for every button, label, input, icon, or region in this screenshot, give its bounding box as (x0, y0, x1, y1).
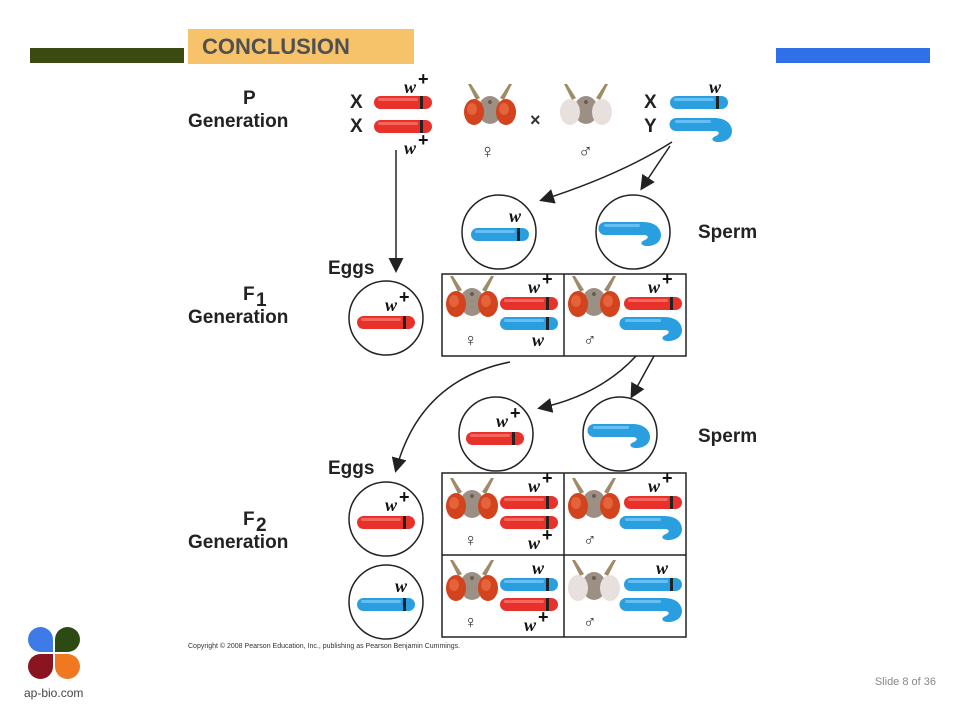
red-x-chromosome (624, 297, 682, 310)
svg-text:+: + (418, 69, 429, 89)
svg-text:w: w (524, 615, 537, 635)
svg-text:+: + (399, 487, 410, 507)
white-eyed-fly-icon (560, 84, 612, 125)
male-symbol: ♂ (578, 141, 593, 163)
svg-text:1: 1 (256, 290, 267, 311)
svg-text:w: w (648, 277, 661, 297)
sperm-label: Sperm (698, 222, 757, 243)
sperm-label: Sperm (698, 426, 757, 447)
svg-text:w: w (528, 277, 541, 297)
blue-x-chromosome (471, 228, 529, 241)
arrow (391, 361, 511, 473)
svg-text:+: + (542, 468, 553, 488)
svg-text:♀: ♀ (464, 612, 478, 632)
svg-text:Generation: Generation (188, 532, 288, 553)
svg-text:♀: ♀ (464, 530, 478, 550)
svg-text:X: X (644, 92, 657, 113)
ap-bio-logo (28, 627, 84, 683)
svg-text:w: w (528, 533, 541, 553)
svg-text:w: w (532, 558, 545, 578)
svg-text:w: w (385, 495, 398, 515)
header-bar-left (30, 48, 184, 63)
blue-x-chromosome (357, 598, 415, 611)
eggs-label: Eggs (328, 458, 374, 479)
blue-x-chromosome (670, 96, 728, 109)
svg-text:+: + (542, 269, 553, 289)
svg-text:X: X (350, 116, 363, 137)
svg-text:♂: ♂ (583, 612, 597, 632)
svg-text:P: P (243, 88, 256, 109)
p-generation-label: P Generation (188, 88, 288, 132)
svg-text:w: w (528, 476, 541, 496)
slide-number: Slide 8 of 36 (874, 676, 936, 688)
arrow (537, 355, 637, 413)
svg-text:♀: ♀ (464, 330, 478, 350)
svg-text:w: w (385, 295, 398, 315)
female-symbol: ♀ (480, 141, 495, 163)
red-x-chromosome (466, 432, 524, 445)
svg-text:F: F (243, 284, 255, 305)
p-male-chromosomes: X Y w (644, 77, 732, 142)
red-eyed-fly-icon (464, 84, 516, 125)
svg-text:w: w (395, 576, 408, 596)
svg-text:2: 2 (256, 515, 267, 536)
blue-x-chromosome (624, 578, 682, 591)
logo-text: ap-bio.com (24, 686, 84, 700)
copyright-text: Copyright © 2008 Pearson Education, Inc.… (188, 643, 461, 650)
arrow (630, 355, 655, 399)
svg-text:+: + (418, 130, 429, 150)
svg-text:X: X (350, 92, 363, 113)
eggs-label: Eggs (328, 258, 374, 279)
svg-text:+: + (662, 269, 673, 289)
svg-text:w: w (404, 138, 417, 158)
arrow (640, 145, 671, 191)
red-x-chromosome (624, 496, 682, 509)
svg-text:w: w (509, 206, 522, 226)
svg-text:F: F (243, 509, 255, 530)
p-female-chromosomes: X X w + w + (350, 69, 432, 158)
svg-text:+: + (399, 287, 410, 307)
red-x-chromosome (500, 598, 558, 611)
svg-text:Generation: Generation (188, 111, 288, 132)
red-x-chromosome (357, 516, 415, 529)
blue-x-chromosome (500, 578, 558, 591)
arrow (539, 141, 673, 204)
svg-text:w: w (656, 558, 669, 578)
red-x-chromosome (374, 96, 432, 109)
red-x-chromosome (500, 297, 558, 310)
svg-text:w: w (532, 330, 545, 350)
svg-text:Y: Y (644, 116, 657, 137)
cross-symbol: × (530, 110, 541, 130)
red-x-chromosome (500, 496, 558, 509)
svg-text:w: w (496, 411, 509, 431)
slide-title: CONCLUSION (188, 29, 414, 64)
svg-text:+: + (538, 607, 549, 627)
blue-x-chromosome (500, 317, 558, 330)
svg-text:+: + (662, 468, 673, 488)
svg-text:+: + (510, 403, 521, 423)
f2-generation-label: F 2 Generation (188, 509, 288, 553)
svg-text:w: w (709, 77, 722, 97)
svg-text:w: w (648, 476, 661, 496)
svg-text:♂: ♂ (583, 330, 597, 350)
blue-y-chromosome (669, 118, 732, 142)
svg-text:w: w (404, 77, 417, 97)
header-bar-right (776, 48, 930, 63)
svg-text:♂: ♂ (583, 530, 597, 550)
svg-text:+: + (542, 525, 553, 545)
f1-generation-label: F 1 Generation (188, 284, 288, 328)
red-x-chromosome (357, 316, 415, 329)
svg-text:Generation: Generation (188, 307, 288, 328)
